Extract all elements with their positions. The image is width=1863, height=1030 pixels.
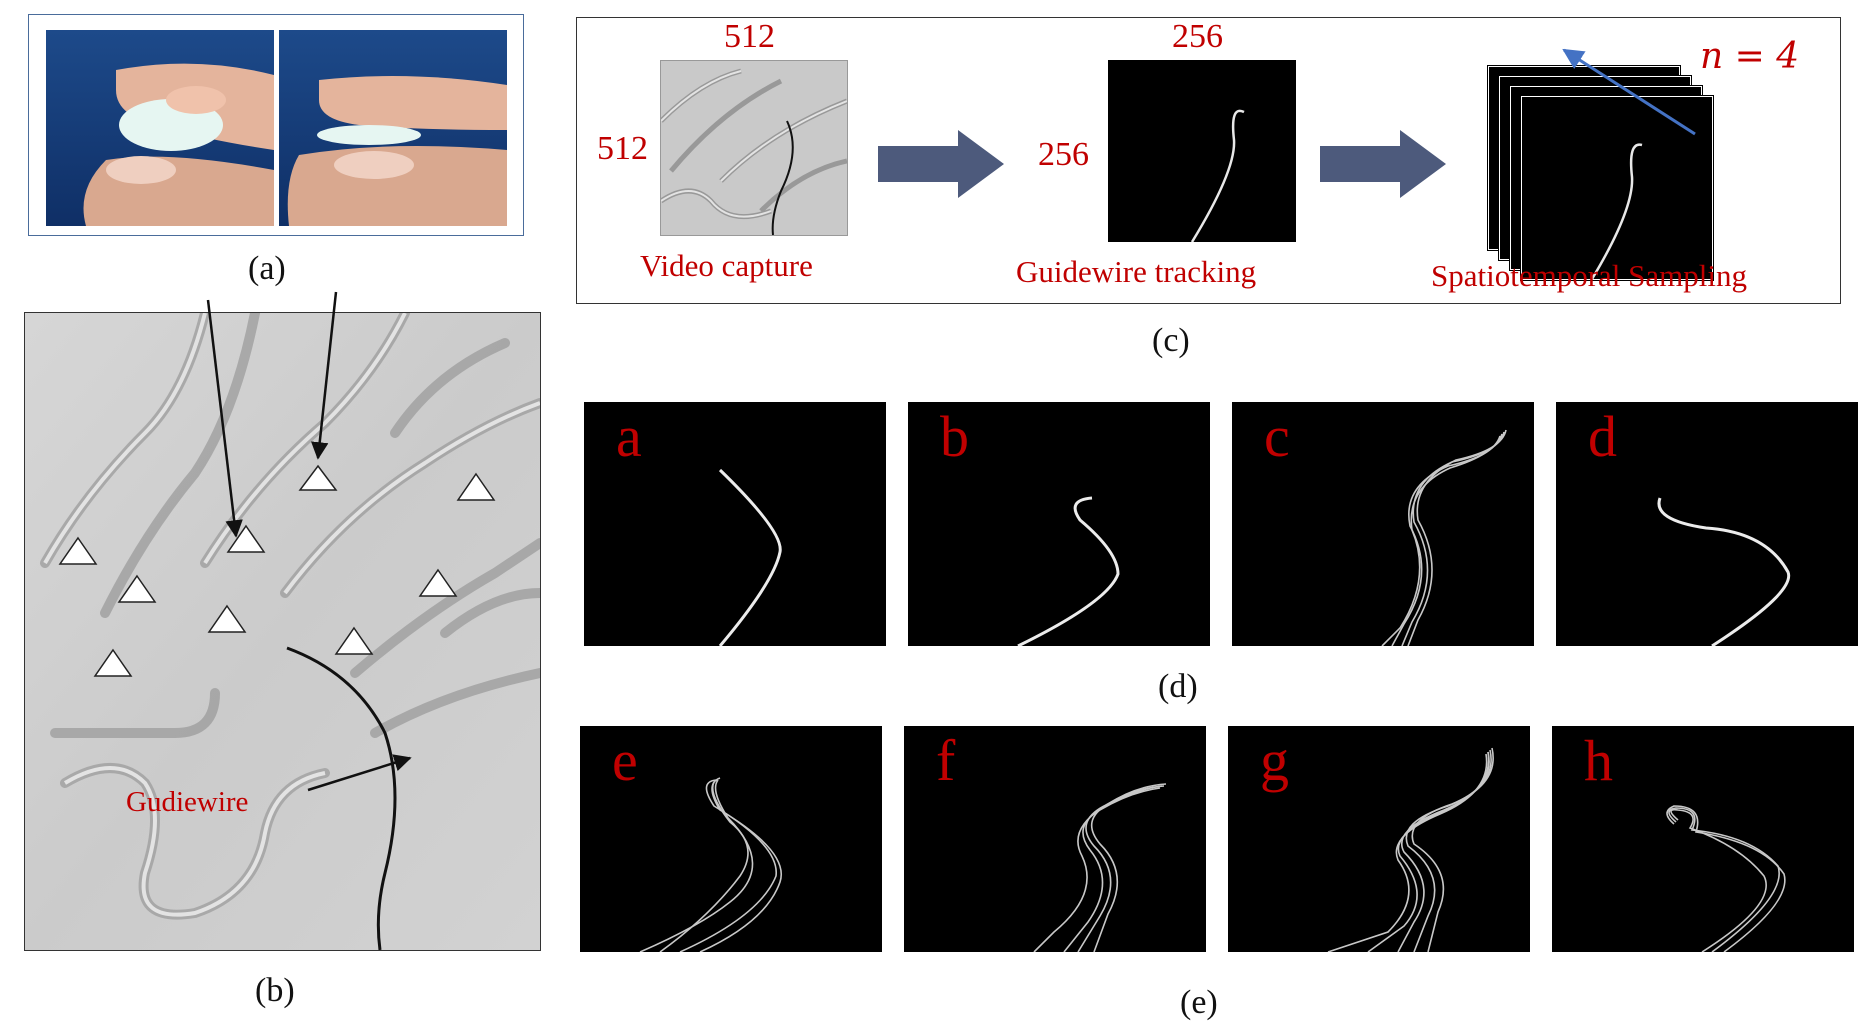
marker-triangle [58,536,98,565]
video-frame-thumbnail [660,60,848,236]
caption-e: (e) [1180,984,1218,1021]
tracked-guidewire-thumbnail [1108,60,1296,243]
photo-finger-pinch-left [46,30,274,226]
sample-h: h [1552,726,1854,952]
caption-a: (a) [248,250,286,287]
step-spatiotemporal-sampling-label: Spatiotemporal Sampling [1431,258,1747,293]
step-video-capture-label: Video capture [640,248,813,283]
sample-g: g [1228,726,1530,952]
caption-b: (b) [255,972,295,1009]
block-arrow-2 [1320,130,1446,198]
marker-triangle [298,464,338,491]
photo-panel-frame [28,14,524,236]
marker-triangle [93,648,133,677]
sample-e: e [580,726,882,952]
n-frames-label: n = 4 [1700,36,1800,77]
annotation-arrow-2 [310,291,338,460]
marker-triangle [226,524,266,553]
guidewire-pointer-arrow [307,754,412,792]
stack-direction-arrow [1562,48,1696,136]
block-arrow-1 [878,130,1004,198]
sample-label: h [1584,728,1613,793]
sample-d: d [1556,402,1858,646]
sample-label: e [612,728,638,793]
sample-label: f [936,728,956,793]
sample-label: b [940,404,969,469]
marker-triangle [117,574,157,603]
photo-finger-pinch-right [279,30,507,226]
annotation-arrow-1 [206,299,243,538]
marker-triangle [334,626,374,655]
sample-label: c [1264,404,1290,469]
sample-f: f [904,726,1206,952]
caption-c: (c) [1152,322,1190,359]
sample-c: c [1232,402,1534,646]
caption-d: (d) [1158,668,1198,705]
sample-label: a [616,404,642,469]
marker-triangle [418,568,458,597]
phantom-image [24,308,545,951]
step-guidewire-tracking-label: Guidewire tracking [1016,254,1257,289]
tracked-height-label: 256 [1038,136,1089,173]
input-width-label: 512 [724,18,775,55]
sample-label: g [1260,728,1289,793]
sample-b: b [908,402,1210,646]
marker-triangle [207,604,247,633]
guidewire-label: Gudiewire [126,786,249,818]
input-height-label: 512 [597,130,648,167]
phantom-annotations [58,291,496,792]
sample-a: a [584,402,886,646]
tracked-width-label: 256 [1172,18,1223,55]
marker-triangle [456,472,496,501]
sample-label: d [1588,404,1617,469]
